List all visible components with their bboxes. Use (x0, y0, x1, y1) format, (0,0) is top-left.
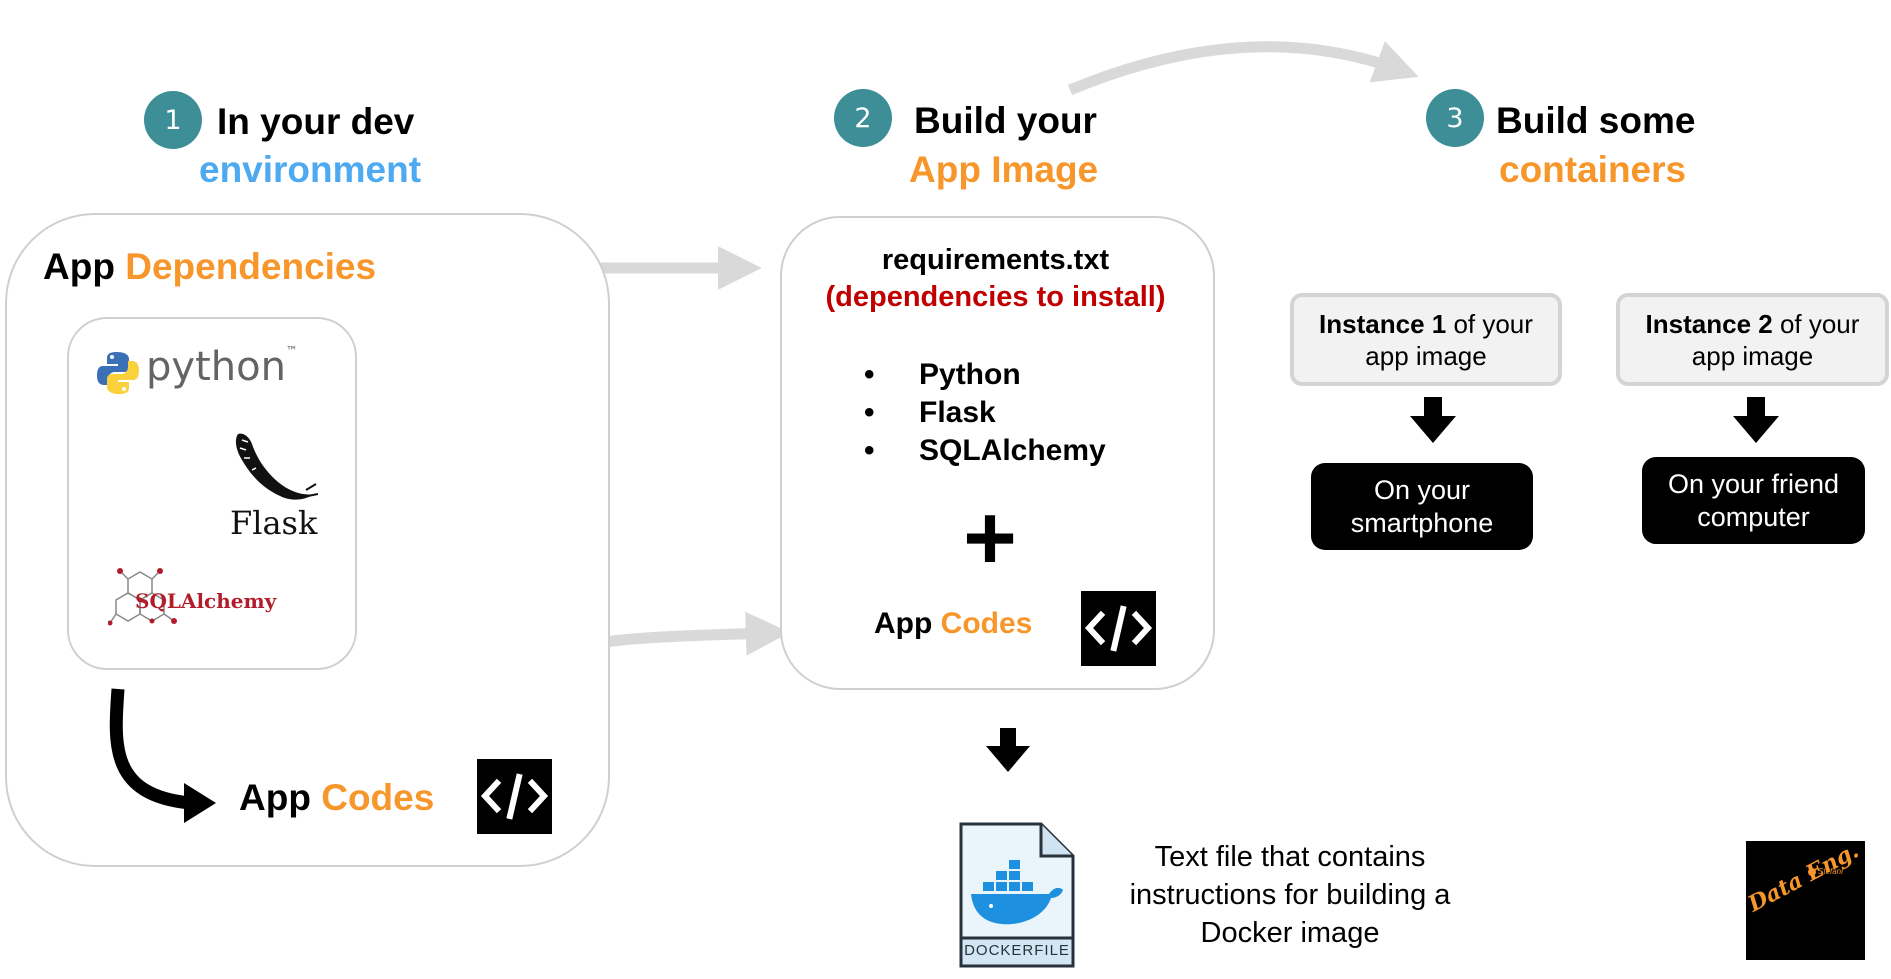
data-eng-logo-word: Data Eng. (1746, 841, 1864, 918)
requirements-title: requirements.txt (881, 244, 1110, 276)
dev-codes-word-codes: Codes (321, 777, 435, 818)
list-bullet: • (864, 434, 875, 467)
python-logo-text: python™ (146, 344, 298, 390)
curved-black-arrow-icon (109, 688, 216, 823)
image-app-codes-label: App Codes (874, 607, 1032, 641)
instance-2-box: Instance 2 of your app image (1616, 293, 1889, 386)
python-logo-icon (97, 352, 139, 394)
friend-computer-target-box: On your friend computer (1642, 457, 1865, 544)
requirements-list: • Python • Flask • SQLAlchemy (858, 356, 1106, 470)
dockerfile-description: Text file that contains instructions for… (1095, 838, 1485, 952)
code-brackets-icon (477, 759, 552, 834)
list-item-text: Flask (919, 396, 996, 429)
smartphone-line2: smartphone (1350, 507, 1494, 538)
dev-codes-word-app: App (239, 777, 311, 818)
dockerfile-desc-line2: instructions for building a (1129, 879, 1451, 911)
arrow-step2-to-step3 (1067, 41, 1419, 96)
down-arrow-icon (1733, 397, 1779, 443)
down-arrow-icon (986, 728, 1030, 772)
smartphone-line1: On your (1373, 474, 1471, 505)
data-eng-logo-dot (1808, 868, 1816, 876)
data-eng-logo: Stefani Data Eng. (1746, 841, 1865, 960)
flask-horn-icon (235, 433, 318, 500)
step-2-title-line1: Build your (914, 100, 1097, 141)
step-3-number: 3 (1426, 89, 1484, 147)
instance-2-bold: Instance 2 (1645, 308, 1773, 339)
python-logo-tm: ™ (285, 344, 298, 358)
instance-2-rest: of your (1772, 308, 1860, 339)
friend-computer-line1: On your friend (1667, 468, 1840, 499)
step-1-title-line2: environment (199, 149, 422, 190)
image-codes-word-codes: Codes (940, 607, 1033, 640)
friend-computer-line2: computer (1697, 501, 1810, 532)
data-eng-logo-small-text: Stefani (1818, 867, 1843, 876)
smartphone-target-box: On your smartphone (1311, 463, 1533, 550)
list-item: • SQLAlchemy (858, 432, 1106, 470)
instance-1-line1: Instance 1 of your (1319, 308, 1533, 340)
down-arrow-icon (1410, 397, 1456, 443)
deps-word-dependencies: Dependencies (125, 246, 377, 287)
instance-1-rest: of your (1446, 308, 1533, 339)
plus-sign: + (963, 487, 1017, 589)
instance-1-line2: app image (1365, 340, 1487, 371)
flask-logo-text: Flask (230, 504, 318, 542)
list-item: • Flask (858, 394, 1106, 432)
step-3-title-line1: Build some (1496, 100, 1696, 141)
list-item: • Python (858, 356, 1106, 394)
image-codes-word-app: App (874, 607, 933, 640)
instance-2-line2: app image (1691, 340, 1814, 371)
instance-2-line1: Instance 2 of your (1646, 308, 1860, 340)
python-logo-word: python (146, 344, 286, 390)
app-dependencies-label: App Dependencies (43, 245, 376, 289)
sqlalchemy-logo-text: SQLAlchemy (135, 589, 277, 613)
list-bullet: • (864, 396, 875, 429)
dockerfile-icon (959, 822, 1075, 968)
requirements-subtitle: (dependencies to install) (825, 281, 1166, 313)
sqlalchemy-molecule-icon (108, 568, 177, 626)
list-bullet: • (864, 358, 875, 391)
dockerfile-desc-line1: Text file that contains (1154, 841, 1426, 873)
list-item-text: Python (919, 358, 1021, 391)
dockerfile-label: DOCKERFILE (964, 942, 1070, 959)
list-item-text: SQLAlchemy (919, 434, 1106, 467)
step-2-title-line2: App Image (909, 149, 1099, 190)
dockerfile-desc-line3: Docker image (1200, 917, 1380, 949)
instance-1-bold: Instance 1 (1319, 308, 1447, 339)
step-1-number: 1 (144, 91, 202, 149)
step-2-number: 2 (834, 89, 892, 147)
code-brackets-icon (1081, 591, 1156, 666)
deps-word-app: App (43, 246, 115, 287)
step-1-title-line1: In your dev (217, 101, 415, 142)
dev-app-codes-label: App Codes (239, 776, 434, 820)
step-3-title-line2: containers (1499, 149, 1687, 190)
instance-1-box: Instance 1 of your app image (1290, 293, 1562, 386)
